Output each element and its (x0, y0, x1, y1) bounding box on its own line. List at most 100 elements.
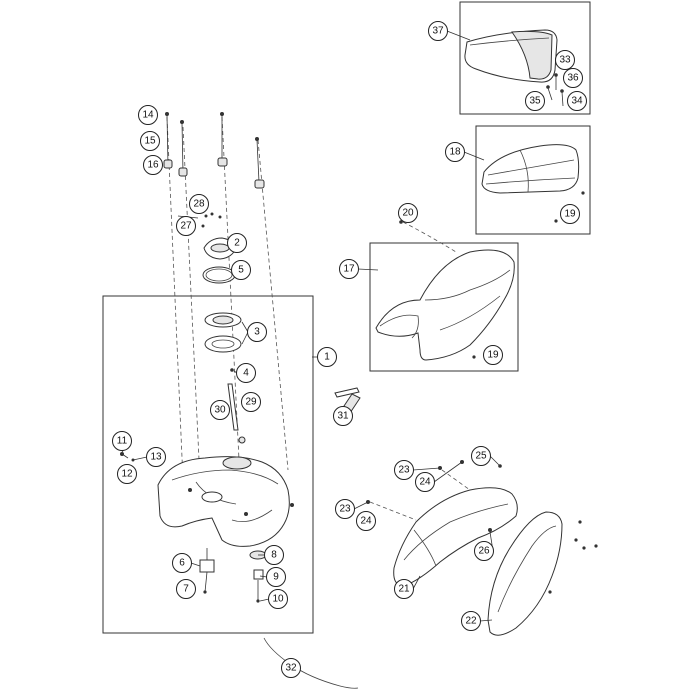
callout-circle (268, 589, 288, 609)
pillion-seat-cover-frame (459, 1, 591, 115)
callout-label: 3 (254, 327, 260, 338)
callout-label: 16 (147, 160, 159, 171)
tank-hoses (227, 368, 246, 444)
callout-label: 7 (183, 584, 189, 595)
callout-circle (394, 579, 414, 599)
callout-35: 35 (525, 91, 545, 111)
callout-20: 20 (398, 203, 418, 223)
callout-circle (471, 446, 491, 466)
pillion-seat-part (481, 144, 585, 223)
callout-label: 17 (343, 264, 355, 275)
callout-circle (428, 21, 448, 41)
callout-circle (461, 611, 481, 631)
callout-23: 23 (394, 460, 414, 480)
callout-label: 35 (529, 96, 541, 107)
callout-circle (560, 204, 580, 224)
callout-label: 19 (487, 350, 499, 361)
callout-10: 10 (268, 589, 288, 609)
callout-circle (210, 400, 230, 420)
callout-circle (266, 567, 286, 587)
callout-label: 26 (478, 546, 490, 557)
callout-2: 2 (227, 233, 247, 253)
callout-11: 11 (112, 431, 132, 451)
callout-15: 15 (140, 131, 160, 151)
callout-14: 14 (138, 105, 158, 125)
callout-28: 28 (189, 194, 209, 214)
callout-label: 22 (465, 616, 477, 627)
callout-19: 19 (560, 204, 580, 224)
bolt-axis-mid-left (182, 126, 201, 481)
callout-circle (474, 541, 494, 561)
callout-24: 24 (415, 472, 435, 492)
callout-label: 34 (571, 96, 583, 107)
callout-label: 4 (243, 368, 249, 379)
callout-label: 28 (193, 199, 205, 210)
callout-circle (264, 545, 284, 565)
callout-label: 36 (567, 73, 579, 84)
callout-circle (138, 105, 158, 125)
side-cover-right-part (487, 511, 598, 636)
callout-34: 34 (567, 91, 587, 111)
callout-circle (172, 553, 192, 573)
callout-label: 29 (245, 397, 257, 408)
callout-label: 10 (272, 594, 284, 605)
callout-circle (247, 322, 267, 342)
callout-circle (483, 345, 503, 365)
callout-32: 32 (281, 658, 301, 678)
callout-label: 37 (432, 26, 444, 37)
fuel-tank-part (157, 456, 294, 547)
callout-circle (236, 363, 256, 383)
callout-26: 26 (474, 541, 494, 561)
fuel-outlet-part (199, 548, 215, 594)
callout-circle (227, 233, 247, 253)
callout-30: 30 (210, 400, 230, 420)
callout-37: 37 (428, 21, 448, 41)
callout-label: 13 (150, 452, 162, 463)
callout-circle (143, 155, 163, 175)
callout-circle (335, 499, 355, 519)
callout-16: 16 (143, 155, 163, 175)
callout-label: 24 (419, 477, 431, 488)
callout-12: 12 (117, 464, 137, 484)
callout-label: 18 (449, 147, 461, 158)
callout-label: 12 (121, 469, 133, 480)
callout-circle (317, 347, 337, 367)
callout-circle (398, 203, 418, 223)
callout-label: 33 (559, 55, 571, 66)
callout-circle (140, 131, 160, 151)
callout-23: 23 (335, 499, 355, 519)
fuel-pump-flange-part (204, 312, 242, 353)
callout-8: 8 (264, 545, 284, 565)
callout-label: 6 (179, 558, 185, 569)
callout-36: 36 (563, 68, 583, 88)
callout-label: 32 (285, 663, 297, 674)
callout-label: 11 (117, 436, 128, 447)
callout-22: 22 (461, 611, 481, 631)
callout-label: 24 (360, 516, 372, 527)
vent-hose-part (263, 637, 359, 689)
rider-seat-part (375, 220, 515, 361)
callout-6: 6 (172, 553, 192, 573)
callout-circle (231, 260, 251, 280)
callout-label: 5 (238, 265, 244, 276)
callout-circle (112, 431, 132, 451)
callout-label: 1 (324, 352, 330, 363)
callout-label: 21 (398, 584, 410, 595)
callout-label: 15 (144, 136, 156, 147)
callout-circle (189, 194, 209, 214)
callout-circle (146, 447, 166, 467)
callout-circle (563, 68, 583, 88)
callout-27: 27 (176, 216, 196, 236)
rider-seat-frame (369, 242, 519, 372)
callout-24: 24 (356, 511, 376, 531)
callout-label: 23 (398, 465, 410, 476)
seat-cowl-part (464, 29, 558, 83)
callout-circle (176, 579, 196, 599)
tank-side-screws (120, 452, 135, 462)
callout-17: 17 (339, 259, 359, 279)
callout-circle (555, 50, 575, 70)
callout-circle (567, 91, 587, 111)
callout-label: 27 (180, 221, 192, 232)
